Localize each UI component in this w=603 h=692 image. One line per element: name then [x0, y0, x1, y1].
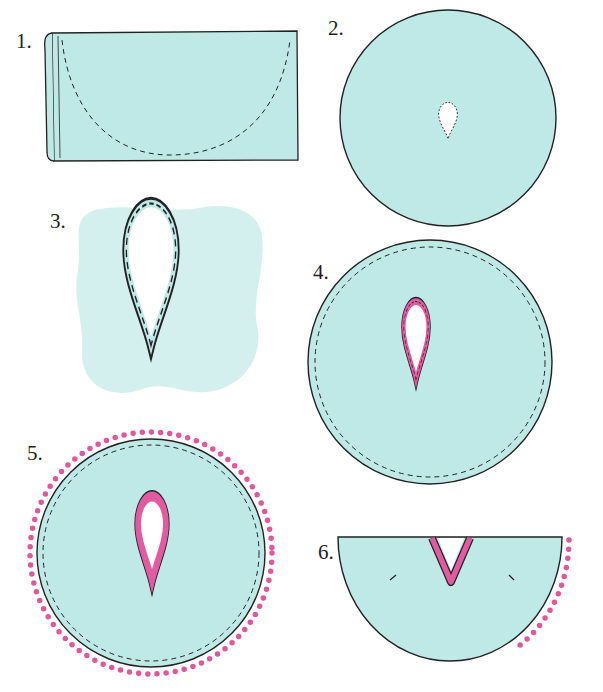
fabric-circle-trim	[30, 432, 272, 674]
step-number: 6.	[318, 542, 334, 563]
neck-facing	[76, 204, 262, 394]
step-number: 1.	[16, 31, 32, 52]
folded-fabric	[45, 31, 298, 161]
step-number: 5.	[27, 443, 43, 464]
step-number: 2.	[328, 18, 344, 39]
folded-half-circle	[338, 537, 569, 661]
fabric-circle-bound	[308, 240, 552, 484]
step-number: 3.	[50, 211, 66, 232]
fabric-circle-cut	[340, 10, 556, 226]
step-number: 4.	[313, 262, 329, 283]
